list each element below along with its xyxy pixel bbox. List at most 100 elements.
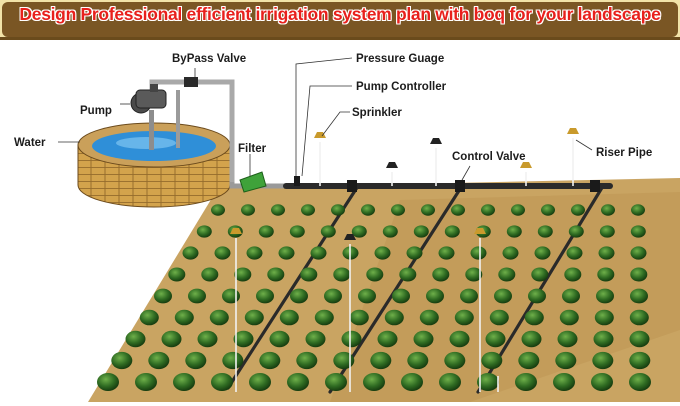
plant-bush <box>444 351 466 370</box>
plant-bush <box>241 204 255 216</box>
plant-bush <box>631 204 645 216</box>
plant-bush <box>211 373 233 391</box>
plant-bush <box>591 373 613 391</box>
plant-bush <box>320 225 336 238</box>
plant-bush <box>341 330 362 348</box>
plant-bush <box>477 373 499 391</box>
plant-bush <box>401 373 423 391</box>
plant-bush <box>300 267 318 282</box>
plant-bush <box>161 330 182 348</box>
plant-bush <box>174 309 194 326</box>
plant-bush <box>392 288 410 304</box>
plant-bush <box>289 225 305 238</box>
filter-icon <box>239 171 267 193</box>
plant-bush <box>333 351 355 370</box>
sprinkler-heads <box>230 128 579 240</box>
plant-bush <box>594 309 614 326</box>
plant-bush <box>521 330 542 348</box>
plant-bush <box>557 330 578 348</box>
plant-bush <box>173 373 195 391</box>
plant-bush <box>571 204 585 216</box>
plant-bush <box>419 309 439 326</box>
plant-bush <box>197 330 218 348</box>
plant-bush <box>470 246 487 260</box>
plant-bush <box>438 246 455 260</box>
plant-bush <box>451 204 465 216</box>
plant-bush <box>460 288 478 304</box>
plant-bush <box>287 373 309 391</box>
label-riser-pipe: Riser Pipe <box>596 147 652 159</box>
plant-bush <box>592 351 614 370</box>
plant-bush <box>168 267 186 282</box>
plant-bush <box>413 330 434 348</box>
plant-bush <box>139 309 159 326</box>
pump-assembly <box>130 77 235 182</box>
plant-bush <box>314 309 334 326</box>
plant-bush <box>630 225 646 238</box>
plant-bush <box>566 246 583 260</box>
plant-bush <box>630 246 647 260</box>
plant-bush <box>597 267 615 282</box>
plant-bush <box>413 225 429 238</box>
plant-bush <box>209 309 229 326</box>
label-control-valve: Control Valve <box>452 151 526 163</box>
plant-bush <box>629 330 650 348</box>
plant-bush <box>374 246 391 260</box>
plant-bush <box>562 288 580 304</box>
plant-bush <box>351 225 367 238</box>
label-filter: Filter <box>238 143 267 155</box>
plant-bush <box>324 288 342 304</box>
plant-bush <box>249 373 271 391</box>
plant-bush <box>290 288 308 304</box>
plant-bush <box>399 267 417 282</box>
plant-bush <box>361 204 375 216</box>
plant-bush <box>593 330 614 348</box>
plant-bush <box>256 288 274 304</box>
plant-bush <box>553 373 575 391</box>
plant-bush <box>406 246 423 260</box>
plant-bush <box>432 267 450 282</box>
plant-bush <box>97 373 119 391</box>
plant-bush <box>629 373 651 391</box>
plant-bush <box>333 267 351 282</box>
plant-bush <box>449 330 470 348</box>
plant-bush <box>366 267 384 282</box>
plant-bush <box>349 309 369 326</box>
plant-bush <box>407 351 429 370</box>
plant-bush <box>391 204 405 216</box>
plant-bush <box>559 309 579 326</box>
sprinkler-icon <box>314 132 326 138</box>
plant-bush <box>534 246 551 260</box>
plant-bush <box>233 330 254 348</box>
label-sprinkler: Sprinkler <box>352 107 402 119</box>
plant-bush <box>601 204 615 216</box>
plant-bush <box>465 267 483 282</box>
diagram-labels: ByPass Valve Pressure Guage Pump Control… <box>14 53 652 163</box>
plant-bush <box>518 351 540 370</box>
bypass-valve-icon <box>184 77 198 87</box>
plant-bush <box>201 267 219 282</box>
plant-bush <box>598 246 615 260</box>
plant-bush <box>439 373 461 391</box>
label-pump-controller: Pump Controller <box>356 81 447 93</box>
plant-bush <box>267 267 285 282</box>
plant-bush <box>214 246 231 260</box>
plant-bush <box>494 288 512 304</box>
plant-bush <box>296 351 318 370</box>
plant-bush <box>182 246 199 260</box>
plant-bush <box>421 204 435 216</box>
plant-bush <box>564 267 582 282</box>
plant-bush <box>454 309 474 326</box>
plant-bush <box>188 288 206 304</box>
label-pump: Pump <box>80 105 112 117</box>
banner-frame <box>2 2 678 37</box>
plant-bush <box>278 246 295 260</box>
plant-bush <box>211 204 225 216</box>
plant-bush <box>568 225 584 238</box>
plant-bush <box>481 204 495 216</box>
plant-bush <box>498 267 516 282</box>
banner-title: Design Professional efficient irrigation… <box>19 4 661 24</box>
plant-bush <box>271 204 285 216</box>
pressure-gauge-icon <box>294 176 300 186</box>
